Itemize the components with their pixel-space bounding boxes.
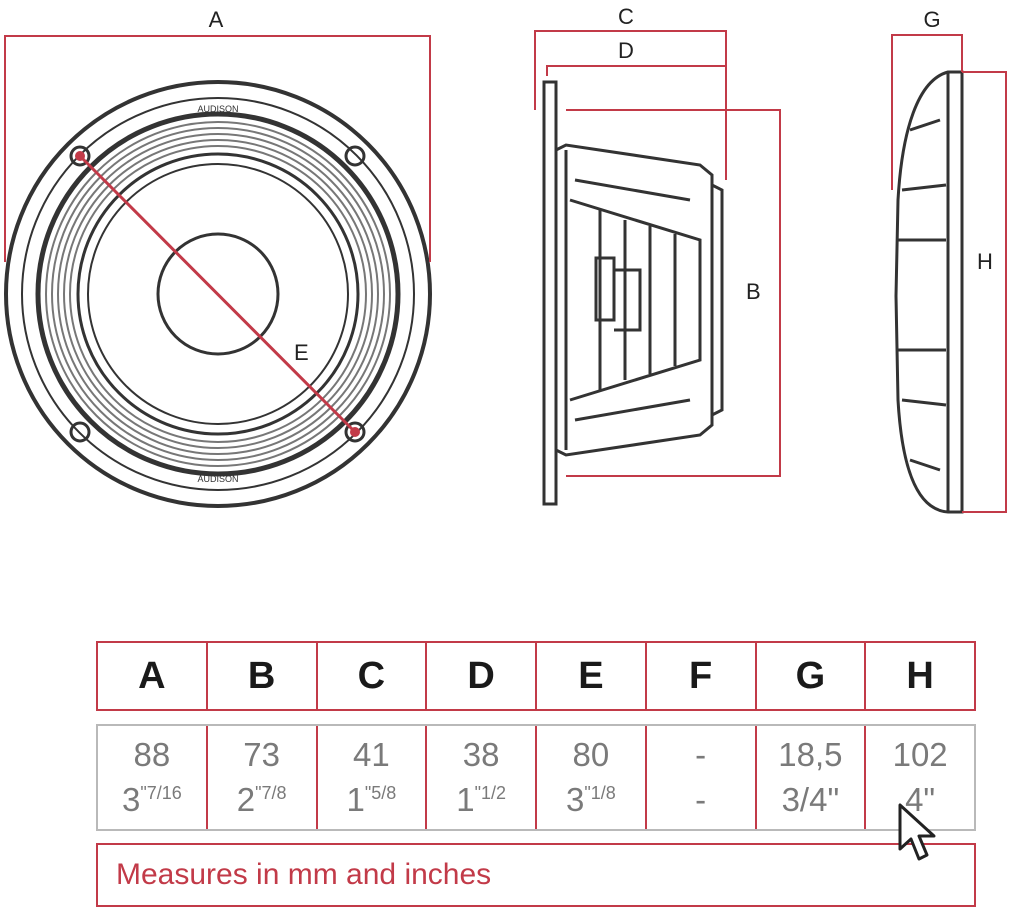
value-mm: 102 (892, 736, 948, 773)
dimension-label-c: C (618, 4, 634, 29)
brand-mark-bottom: AUDISON (197, 474, 238, 484)
dimension-label-e: E (294, 340, 309, 365)
value-cell-f: - - (647, 726, 757, 829)
dimension-b (566, 109, 781, 477)
header-cell-h: H (906, 654, 934, 697)
brand-mark-top: AUDISON (197, 104, 238, 114)
value-cell-g: 18,5 3/4" (757, 726, 867, 829)
value-mm: 80 (572, 736, 610, 773)
value-mm: - (695, 736, 707, 773)
header-cell-a: A (98, 643, 208, 709)
value-cell-a: 88 3"7/16 (98, 726, 208, 829)
value-cell-b: 73 2"7/8 (208, 726, 318, 829)
value-inches: 3"1/8 (565, 781, 616, 818)
value-inches: 2"7/8 (236, 781, 287, 818)
measurement-table-values: 88 3"7/16 73 2"7/8 41 1"5/8 38 1"1/2 80 … (96, 724, 976, 831)
value-mm: 18,5 (778, 736, 843, 773)
dimension-label-h: H (977, 249, 993, 274)
header-cell-e: E (537, 643, 647, 709)
speaker-front-brand-marks: AUDISON AUDISON (197, 104, 238, 484)
value-inches: 4" (905, 781, 936, 818)
dimension-g (891, 34, 963, 190)
dimension-label-b: B (746, 279, 761, 304)
value-inches: 1"5/8 (346, 781, 397, 818)
header-cell-d: D (427, 643, 537, 709)
speaker-profile-view (894, 70, 964, 514)
header-cell-c: C (318, 643, 428, 709)
measurement-table-header: A B C D E F G H (96, 641, 976, 711)
value-inches: 1"1/2 (456, 781, 507, 818)
value-inches: - (695, 781, 707, 818)
speaker-front-view (4, 80, 432, 508)
dimension-a (4, 35, 431, 262)
header-cell-g: G (757, 643, 867, 709)
value-cell-c: 41 1"5/8 (318, 726, 428, 829)
value-inches: 3"7/16 (121, 781, 182, 818)
dimension-label-d: D (618, 38, 634, 63)
dimension-c (534, 30, 727, 180)
value-mm: 38 (462, 736, 500, 773)
dimension-label-g: G (923, 7, 940, 32)
dimension-label-a: A (209, 7, 224, 32)
speaker-side-view (542, 80, 724, 506)
header-cell-b: B (208, 643, 318, 709)
dimension-d (546, 65, 726, 76)
dimension-e (78, 154, 357, 434)
value-inches: 3/4" (781, 781, 840, 818)
mouse-pointer-icon (898, 803, 936, 861)
measurement-units-note: Measures in mm and inches (96, 843, 976, 907)
speaker-dimension-diagram: AUDISON AUDISON A E C D B (4, 4, 1007, 514)
value-mm: 88 (133, 736, 171, 773)
value-mm: 41 (353, 736, 390, 773)
dimension-h (962, 71, 1007, 513)
value-cell-h: 102 4" (866, 726, 974, 829)
value-mm: 73 (243, 736, 280, 773)
value-cell-d: 38 1"1/2 (427, 726, 537, 829)
header-cell-f: F (647, 643, 757, 709)
value-cell-e: 80 3"1/8 (537, 726, 647, 829)
